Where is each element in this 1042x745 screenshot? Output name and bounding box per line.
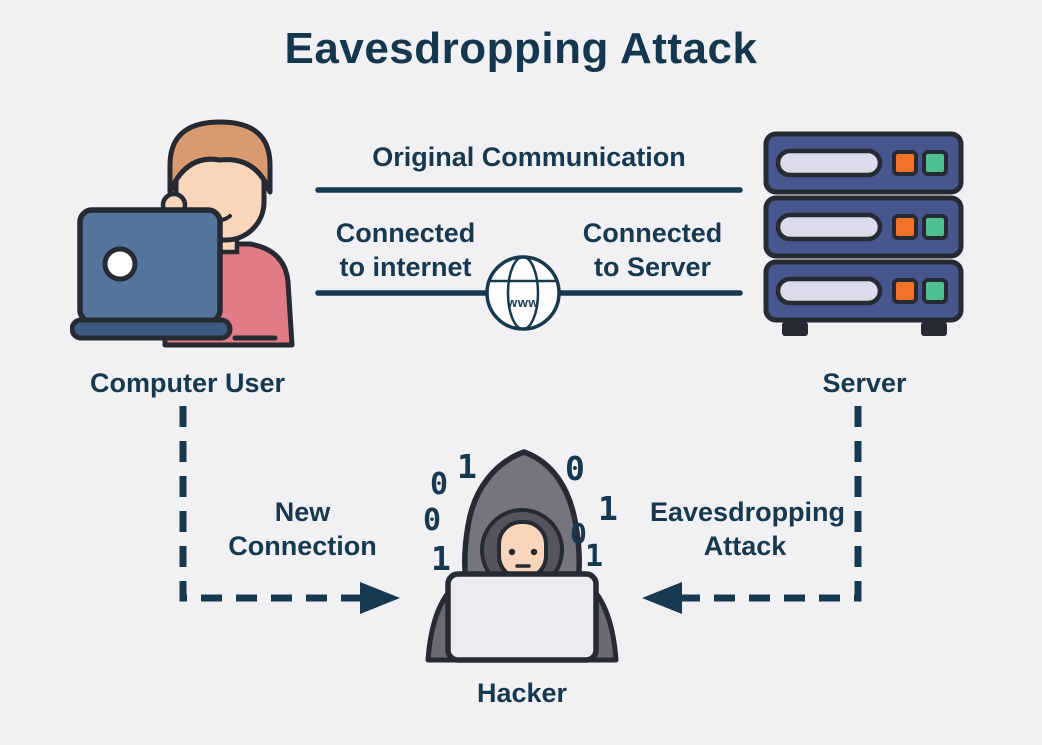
server-slot <box>775 212 883 242</box>
hacker-laptop-icon <box>445 571 599 663</box>
server-slot <box>775 148 883 178</box>
server-legs <box>782 322 947 336</box>
arrow-left-icon <box>642 582 682 614</box>
laptop-logo <box>102 246 138 282</box>
new-connection-line2: Connection <box>228 531 377 561</box>
led-green <box>922 278 948 304</box>
original-communication-label: Original Communication <box>372 142 686 172</box>
arrow-right-icon <box>360 582 400 614</box>
connected-server-line1: Connected <box>582 218 723 248</box>
server-unit-2 <box>763 195 964 259</box>
connected-internet-label: Connected to internet <box>328 216 483 284</box>
binary-digit: 0 <box>565 449 585 488</box>
globe-www-text: www <box>506 295 539 310</box>
hair <box>167 119 273 195</box>
binary-digit: 0 <box>423 503 442 538</box>
led-orange <box>892 278 918 304</box>
laptop-screen <box>77 207 223 325</box>
globe-icon: www <box>485 255 561 331</box>
binary-digit: 1 <box>585 539 604 574</box>
led-green <box>922 214 948 240</box>
laptop-base <box>70 317 233 341</box>
binary-digit: 1 <box>598 489 618 528</box>
led-orange <box>892 214 918 240</box>
server-label: Server <box>822 368 907 398</box>
new-connection-label: New Connection <box>225 495 380 563</box>
connected-internet-line1: Connected <box>335 218 476 248</box>
server-unit-3 <box>763 259 964 323</box>
eye-left <box>508 548 516 556</box>
computer-user-label: Computer User <box>89 368 286 398</box>
server-illustration <box>763 131 964 336</box>
led-orange <box>892 150 918 176</box>
page-title: Eavesdropping Attack <box>284 24 758 73</box>
eavesdropping-line2: Attack <box>703 531 787 561</box>
computer-user-illustration <box>70 119 295 348</box>
binary-digit: 1 <box>431 539 451 578</box>
hacker-illustration <box>425 449 619 663</box>
hacker-face <box>497 520 548 580</box>
connected-internet-line2: to internet <box>339 252 472 282</box>
connected-server-line2: to Server <box>593 252 712 282</box>
binary-digit: 0 <box>430 467 449 502</box>
binary-digit: 1 <box>457 447 477 486</box>
server-unit-1 <box>763 131 964 195</box>
led-green <box>922 150 948 176</box>
connected-server-label: Connected to Server <box>575 216 730 284</box>
new-connection-line1: New <box>274 497 331 527</box>
user-laptop-icon <box>70 207 278 341</box>
eavesdropping-line1: Eavesdropping <box>650 497 846 527</box>
server-slot <box>775 276 883 306</box>
eye-right <box>530 548 538 556</box>
binary-digit: 0 <box>570 517 587 550</box>
eavesdropping-attack-label: Eavesdropping Attack <box>650 495 845 563</box>
hacker-label: Hacker <box>476 678 568 708</box>
